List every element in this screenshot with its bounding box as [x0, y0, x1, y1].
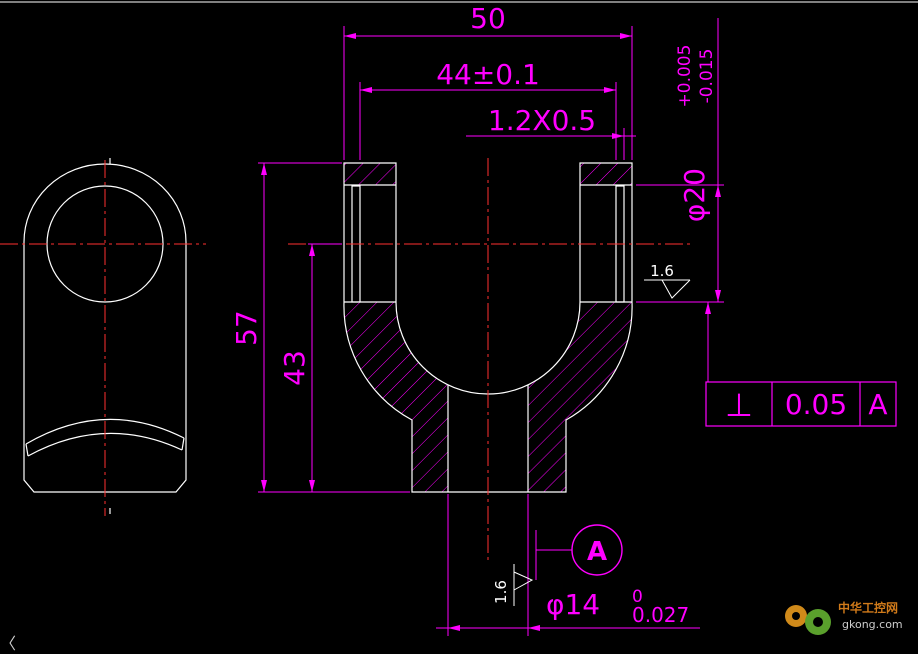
section-hatching — [343, 163, 633, 492]
datum-circle — [571, 524, 623, 576]
dim-shaft-tol-lower: 0.027 — [632, 603, 689, 627]
dim-bore-diameter: φ20 — [678, 168, 711, 222]
dimension-lines — [258, 18, 724, 636]
dim-bore-tol-upper: +0.005 — [675, 45, 695, 108]
scroll-left-chevron-icon[interactable]: 〈 — [0, 634, 17, 653]
watermark-url: gkong.com — [842, 618, 903, 631]
dim-shaft-diameter: φ14 — [546, 588, 600, 621]
dim-overall-width: 50 — [470, 2, 506, 35]
tolerance-datum: A — [868, 388, 887, 421]
dimension-arrows — [261, 33, 721, 631]
datum-label: A — [587, 537, 607, 567]
tolerance-value: 0.05 — [785, 388, 847, 421]
side-view-saddle-upper — [25, 418, 185, 445]
watermark-logo: 中华工控网 gkong.com — [785, 600, 903, 635]
tolerance-frame — [705, 381, 897, 427]
hatch-right-lug-top — [580, 163, 632, 185]
dim-chamfer: 1.2X0.5 — [488, 104, 596, 137]
section-centerlines — [288, 158, 690, 560]
side-view-saddle-right-cap — [181, 437, 185, 451]
roughness-bore-value: 1.6 — [650, 262, 674, 280]
watermark-brand: 中华工控网 — [838, 600, 898, 615]
side-view-saddle-left-cap — [25, 443, 29, 457]
dim-overall-height: 57 — [230, 310, 263, 346]
hatch-right-body — [528, 302, 633, 492]
side-view-outline — [23, 163, 187, 493]
roughness-symbols — [513, 279, 691, 606]
roughness-shaft-symbol — [513, 564, 534, 606]
dim-inner-width: 44±0.1 — [436, 58, 540, 91]
roughness-shaft-value: 1.6 — [492, 580, 510, 604]
dim-bore-tol-lower: -0.015 — [697, 49, 717, 104]
hatch-left-body — [343, 302, 448, 492]
outer-profile — [343, 162, 633, 493]
roughness-bore-symbol — [644, 279, 691, 299]
tolerance-symbol: ⊥ — [725, 386, 753, 424]
gear-icon — [785, 605, 831, 635]
dim-center-height: 43 — [278, 350, 311, 386]
dim-shaft-tol-upper: 0 — [632, 587, 643, 607]
hatch-left-lug-top — [344, 163, 396, 185]
side-view-centerlines — [0, 160, 206, 516]
